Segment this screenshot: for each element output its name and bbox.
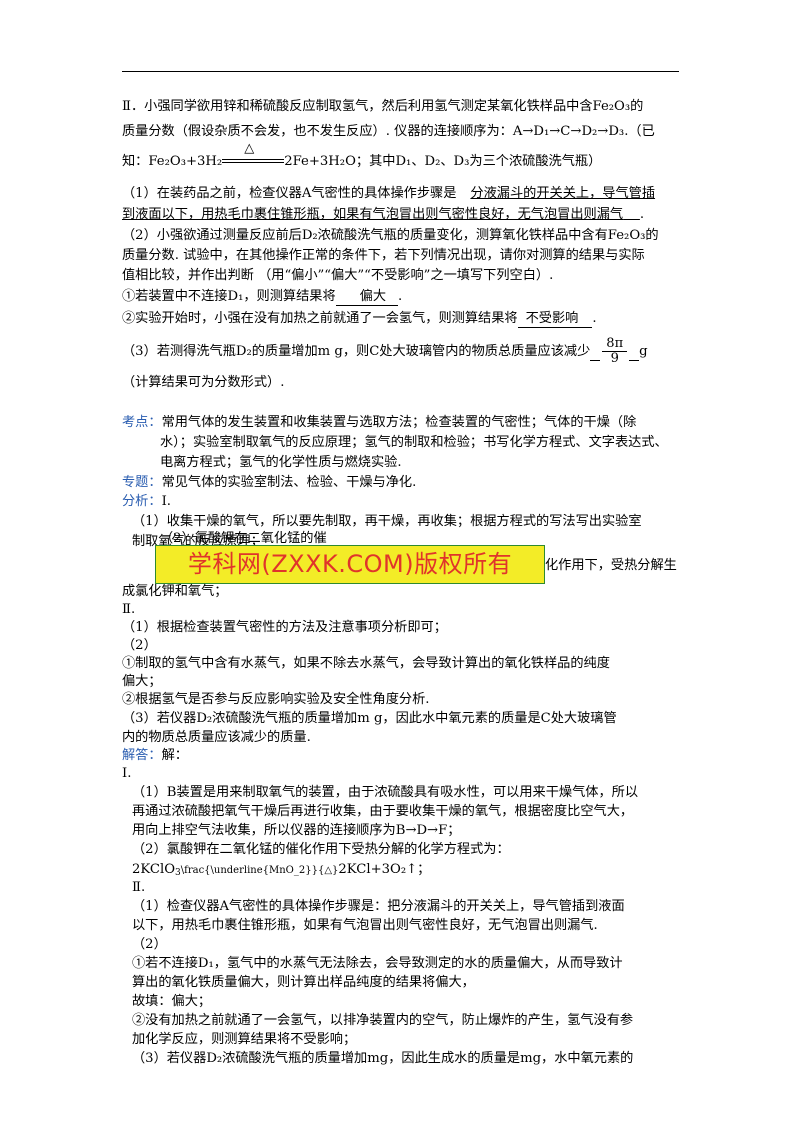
fenxi-label: 分析： xyxy=(122,494,162,509)
question-1-line: 到液面以下，用热毛巾裹住锥形瓶，如果有气泡冒出则气密性良好，无气泡冒出则漏气 . xyxy=(122,207,645,222)
jieda-line: ②没有加热之前就通了一会氢气，以排净装置内的空气，防止爆炸的产生，氢气没有参 xyxy=(132,1013,634,1028)
copyright-watermark: 学科网(ZXXK.COM)版权所有 xyxy=(155,545,545,584)
jieda-line: 再通过浓硫酸把氧气干燥后再进行收集，由于要收集干燥的氧气，根据密度比空气大， xyxy=(132,804,634,819)
fenxi-line: （3）若仪器D₂浓硫酸洗气瓶的质量增加m g，因此水中氧元素的质量是C处大玻璃管 xyxy=(122,711,617,726)
fenxi-line: 分析：Ⅰ. xyxy=(122,494,171,509)
jieda-line: 解答：解： xyxy=(122,748,188,763)
fenxi-line: 成氯化钾和氧气； xyxy=(122,584,228,599)
jieda-line: （1）B装置是用来制取氧气的装置，由于浓硫酸具有吸水性，可以用来干燥气体，所以 xyxy=(132,785,639,800)
zhuanti-label: 专题： xyxy=(122,475,162,490)
kaodian-line: 水）；实验室制取氧气的反应原理；氢气的制取和检验；书写化学方程式、文字表达式、 xyxy=(160,435,668,450)
reaction-condition: △ xyxy=(222,141,285,169)
question-3-line: （计算结果可为分数形式）. xyxy=(122,375,285,390)
fenxi-line: （1）根据检查装置气密性的方法及注意事项分析即可； xyxy=(122,620,447,635)
answer-blank: 偏大 xyxy=(335,289,399,306)
jieda-line: 加化学反应，则测算结果将不受影响； xyxy=(132,1032,357,1047)
jieda-line: 以下，用热毛巾裹住锥形瓶，如果有气泡冒出则气密性良好，无气泡冒出则漏气. xyxy=(132,918,598,933)
answer-blank: 分液漏斗的开关关上，导气管插 xyxy=(470,186,656,201)
question-line: 知：Fe₂O₃+3H₂△2Fe+3H₂O；其中D₁、D₂、D₃为三个浓硫酸洗气瓶… xyxy=(122,141,602,170)
kaodian-line: 考点：常用气体的发生装置和收集装置与选取方法；检查装置的气密性；气体的干燥（除 xyxy=(122,415,637,430)
equation-right: 2Fe+3H₂O；其中D₁、D₂、D₃为三个浓硫酸洗气瓶） xyxy=(284,154,602,169)
fenxi-line: （2） xyxy=(122,638,157,653)
fenxi-line: （2）氯酸钾在二氧化锰的催 xyxy=(160,531,327,546)
fenxi-line: 偏大； xyxy=(122,674,162,689)
jieda-line: Ⅰ. xyxy=(122,766,132,781)
answer-blank: 到液面以下，用热毛巾裹住锥形瓶，如果有气泡冒出则气密性良好，无气泡冒出则漏气 xyxy=(122,207,624,222)
question-1-line: （1）在装药品之前，检查仪器A气密性的具体操作步骤是分液漏斗的开关关上，导气管插 xyxy=(122,186,656,201)
jieda-line: 用向上排空气法收集，所以仪器的连接顺序为B→D→F； xyxy=(132,823,461,838)
question-2b-line: ②实验开始时，小强在没有加热之前就通了一会氢气，则测算结果将不受影响. xyxy=(122,311,597,328)
question-2-line: 质量分数. 试验中，在其他操作正常的条件下，若下列情况出现，请你对测算的结果与实… xyxy=(122,248,645,263)
fenxi-line: ②根据氢气是否参与反应影响实验及安全性角度分析. xyxy=(122,692,430,707)
jieda-line: 故填：偏大； xyxy=(132,994,212,1009)
question-line: Ⅱ．小强同学欲用锌和稀硫酸反应制取氢气，然后利用氢气测定某氧化铁样品中含Fe₂O… xyxy=(122,99,644,114)
jieda-line: 算出的氧化铁质量偏大，则计算出样品纯度的结果将偏大， xyxy=(132,975,475,990)
jieda-label: 解答： xyxy=(122,748,162,763)
question-2a-line: ①若装置中不连接D₁，则测算结果将偏大. xyxy=(122,289,403,306)
question-2-line: （2）小强欲通过测量反应前后D₂浓硫酸洗气瓶的质量变化，测算氧化铁样品中含有Fe… xyxy=(122,228,659,243)
question-line: 质量分数（假设杂质不会发，也不发生反应）. 仪器的连接顺序为：A→D₁→C→D₂… xyxy=(122,124,655,139)
kaodian-label: 考点： xyxy=(122,415,162,430)
question-2-line: 值相比较，并作出判断 （用“偏小”“偏大”“不受影响”之一填写下列空白）. xyxy=(122,268,554,283)
fenxi-line: （1）收集干燥的氧气，所以要先制取，再干燥，再收集；根据方程式的写法写出实验室 xyxy=(132,514,642,529)
zhuanti-line: 专题：常见气体的实验室制法、检验、干燥与净化. xyxy=(122,475,417,490)
raw-latex-condition: \frac{\underline{MnO_2}}{△} xyxy=(180,865,339,876)
jieda-line: （2） xyxy=(132,937,167,952)
header-rule xyxy=(122,71,679,72)
fenxi-line: Ⅱ. xyxy=(122,602,136,617)
kaodian-line: 电离方程式；氢气的化学性质与燃烧实验. xyxy=(160,455,402,470)
fenxi-line: ①制取的氢气中含有水蒸气，如果不除去水蒸气，会导致计算出的氧化铁样品的纯度 xyxy=(122,656,610,671)
jieda-line: Ⅱ. xyxy=(132,880,146,895)
jieda-line: （2）氯酸钾在二氧化锰的催化作用下受热分解的化学方程式为： xyxy=(132,842,510,857)
jieda-line: ①若不连接D₁，氢气中的水蒸气无法除去，会导致测定的水的质量偏大，从而导致计 xyxy=(132,956,623,971)
jieda-line: （3）若仪器D₂浓硫酸洗气瓶的质量增加mg，因此生成水的质量是mg，水中氧元素的 xyxy=(132,1051,634,1066)
jieda-line: （1）检查仪器A气密性的具体操作步骤是：把分液漏斗的开关关上，导气管插到液面 xyxy=(132,899,625,914)
equation-left: 知：Fe₂O₃+3H₂ xyxy=(122,154,223,169)
fenxi-line: 化作用下，受热分解生 xyxy=(545,558,677,573)
fenxi-line: 内的物质总质量应该减少的质量. xyxy=(122,730,311,745)
question-3-line: （3）若测得洗气瓶D₂的质量增加m g，则C处大玻璃管内的物质总质量应该减少 8… xyxy=(122,336,648,366)
answer-blank: 不受影响 xyxy=(517,311,593,328)
chemical-equation: 2KClO3\frac{\underline{MnO_2}}{△}2KCl+3O… xyxy=(132,862,431,878)
